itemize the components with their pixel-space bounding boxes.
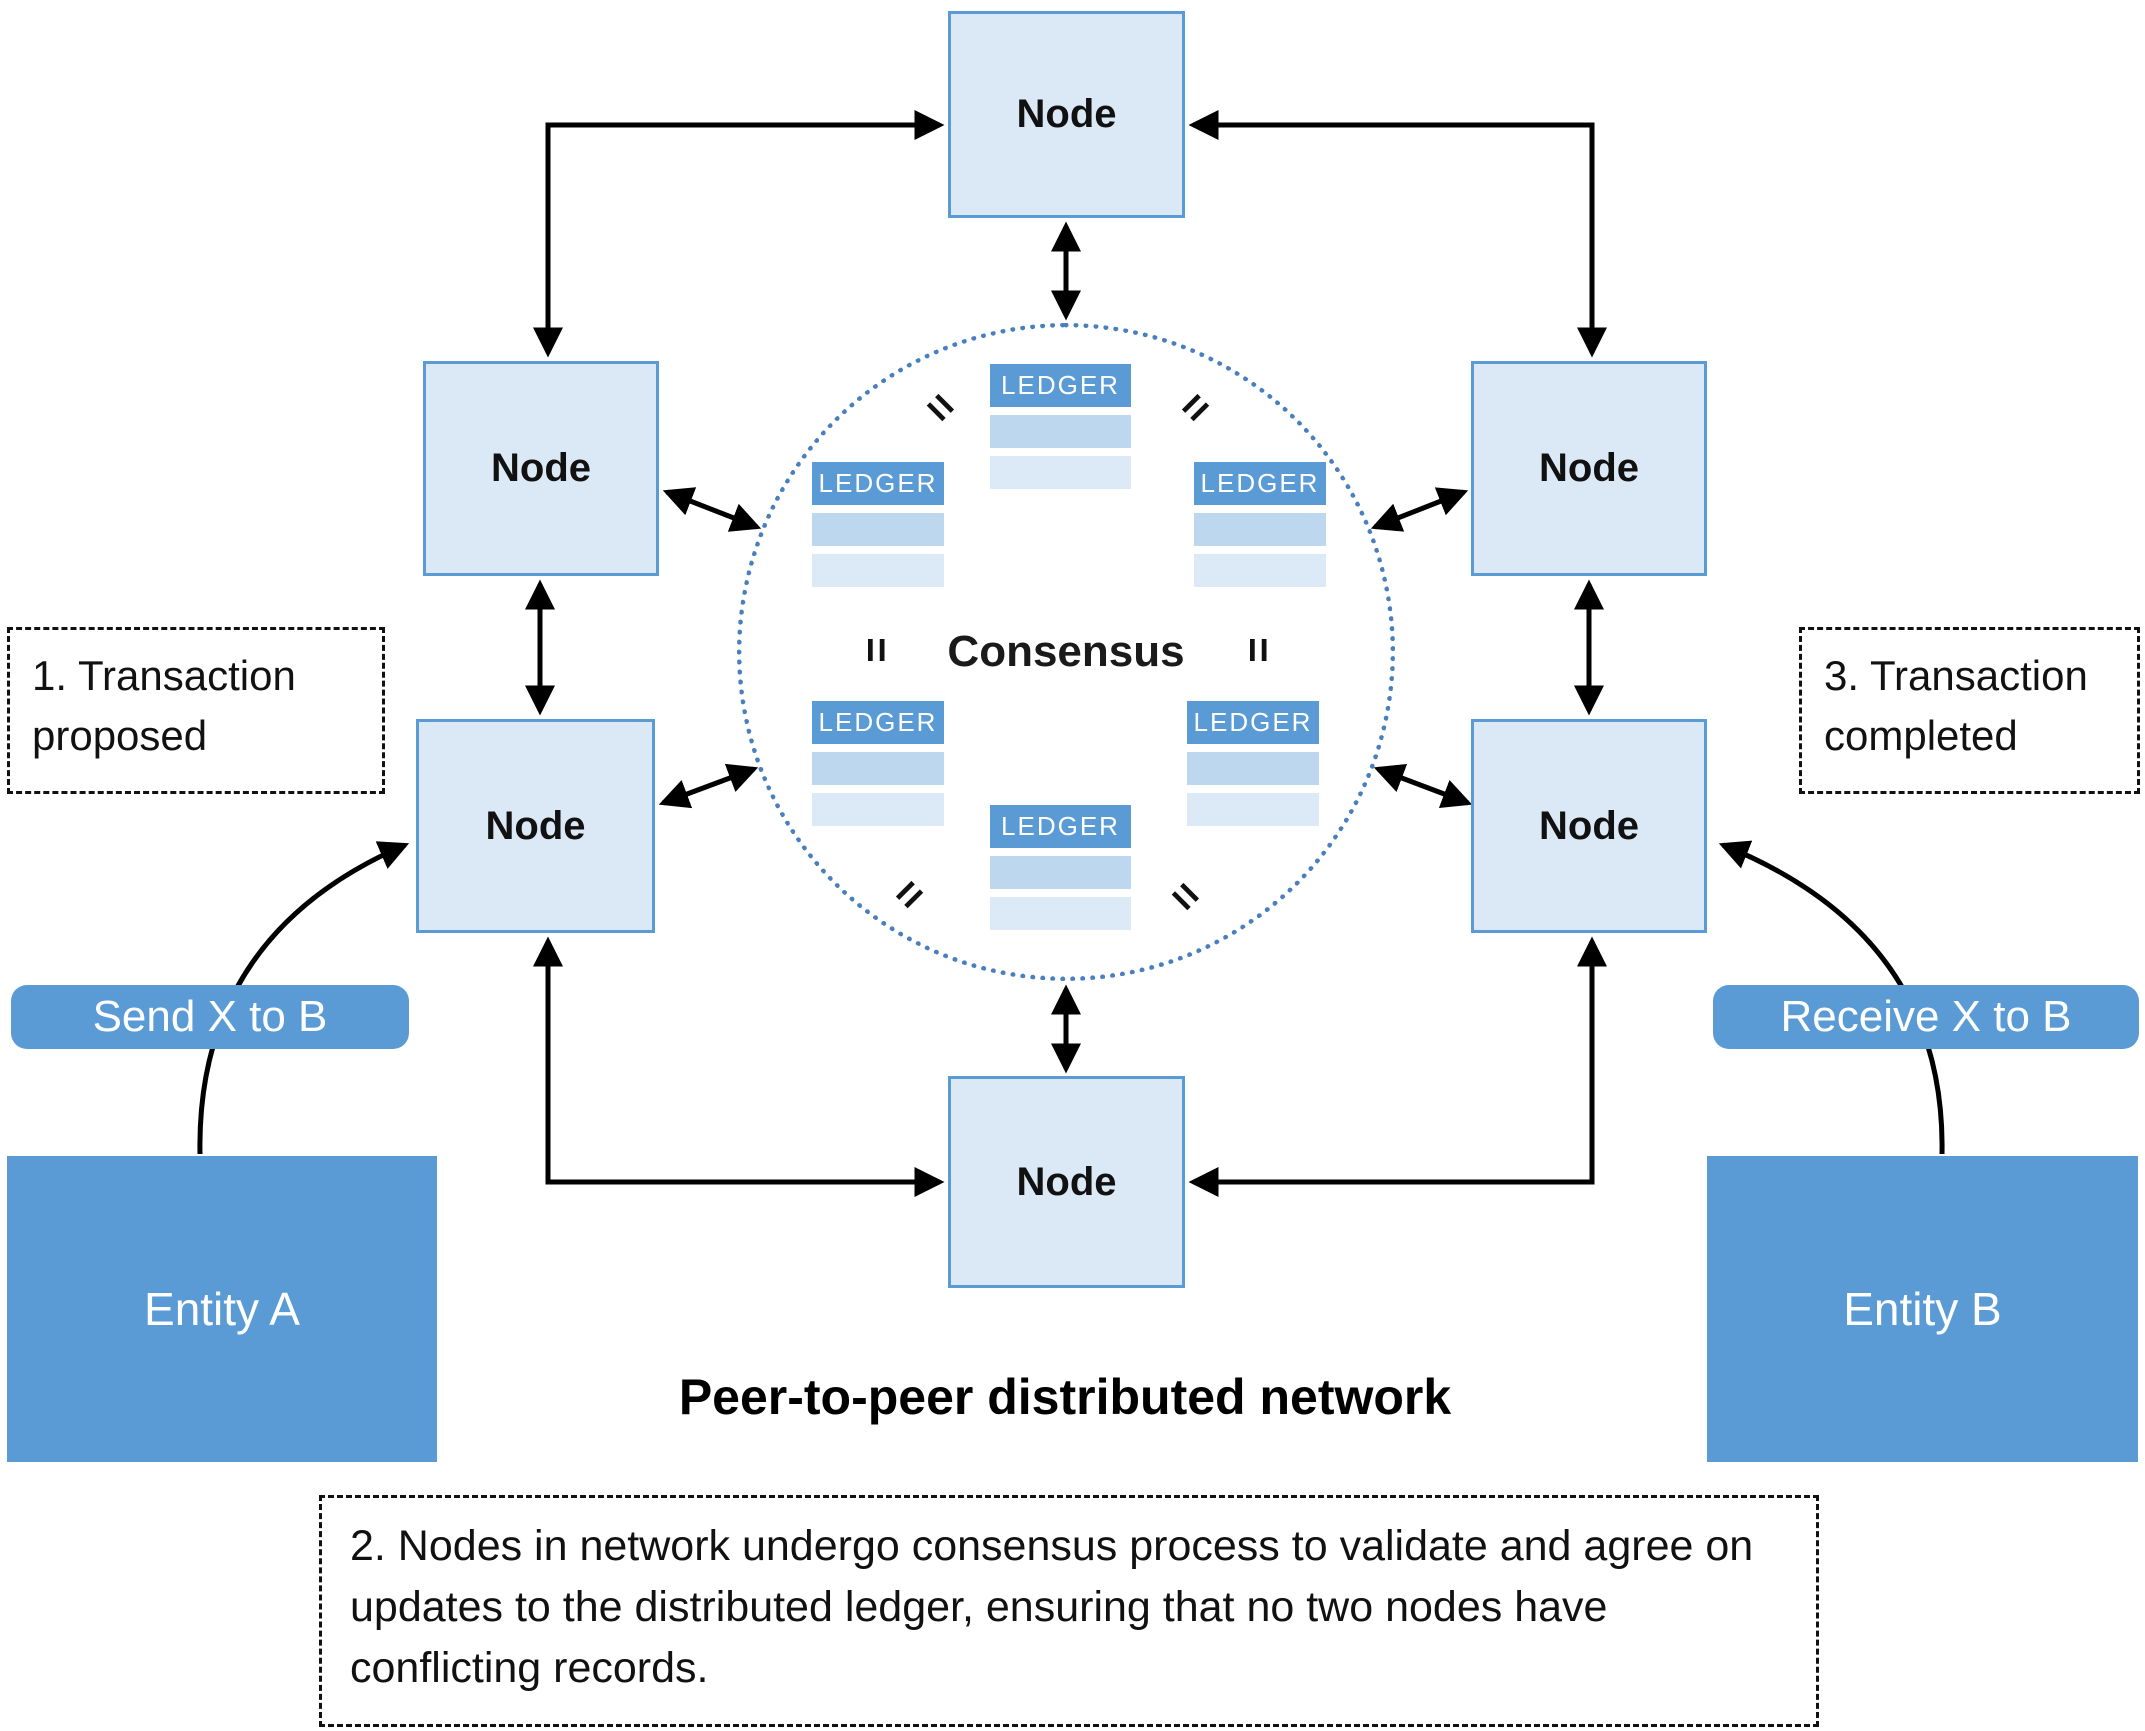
ledger-header: LEDGER: [990, 364, 1131, 407]
node-label: Node: [1539, 446, 1639, 490]
ledger-row: [812, 513, 944, 546]
ledger-row: [812, 793, 944, 826]
arrow-llnode-circle: [658, 763, 759, 809]
ledger-row: [990, 456, 1131, 489]
annotation-consensus-process: 2. Nodes in network undergo consensus pr…: [319, 1495, 1819, 1727]
consensus-circle: [737, 323, 1395, 981]
ledger-stack-top: LEDGER: [990, 364, 1131, 489]
ledger-row: [990, 897, 1131, 930]
ledger-row: [1194, 554, 1326, 587]
node-label: Node: [491, 446, 591, 490]
annotation-transaction-completed: 3. Transaction completed: [1799, 627, 2140, 794]
arrow-ulnode-circle: [662, 487, 762, 532]
equals-icon: =: [1234, 637, 1283, 663]
ledger-header: LEDGER: [1187, 701, 1319, 744]
ledger-row: [990, 415, 1131, 448]
arrow-urnode-circle: [1370, 487, 1469, 532]
entity-b-box: Entity B: [1707, 1156, 2138, 1462]
ledger-header: LEDGER: [812, 701, 944, 744]
ledger-stack-upper-right: LEDGER: [1194, 462, 1326, 587]
node-box-upper-left: Node: [423, 361, 659, 576]
arrow-topnode-urnode: [1188, 110, 1607, 358]
ledger-row: [812, 554, 944, 587]
send-transaction-pill: Send X to B: [11, 985, 409, 1049]
arrow-lrnode-circle: [1373, 763, 1473, 809]
consensus-label: Consensus: [947, 627, 1185, 676]
ledger-row: [1187, 793, 1319, 826]
ledger-row: [812, 752, 944, 785]
arrow-entity-b-lrnode: [1718, 840, 1945, 1155]
ledger-row: [1187, 752, 1319, 785]
node-box-lower-left: Node: [416, 719, 655, 933]
ledger-header: LEDGER: [990, 805, 1131, 848]
annotation-transaction-proposed: 1. Transaction proposed: [7, 627, 385, 794]
ledger-stack-bottom: LEDGER: [990, 805, 1131, 930]
ledger-stack-lower-right: LEDGER: [1187, 701, 1319, 826]
ledger-stack-upper-left: LEDGER: [812, 462, 944, 587]
entity-a-box: Entity A: [7, 1156, 437, 1462]
arrow-lrnode-bottomnode: [1188, 936, 1607, 1197]
arrow-entity-a-llnode: [197, 841, 410, 1155]
ledger-header: LEDGER: [812, 462, 944, 505]
diagram-title: Peer-to-peer distributed network: [678, 1369, 1452, 1425]
send-transaction-label: Send X to B: [92, 992, 328, 1041]
node-box-bottom: Node: [948, 1076, 1185, 1288]
node-box-upper-right: Node: [1471, 361, 1707, 576]
entity-a-label: Entity A: [144, 1283, 300, 1335]
node-label: Node: [1539, 803, 1639, 848]
receive-transaction-pill: Receive X to B: [1713, 985, 2139, 1049]
ledger-row: [1194, 513, 1326, 546]
ledger-stack-lower-left: LEDGER: [812, 701, 944, 826]
arrow-topnode-ulnode: [533, 110, 945, 358]
node-box-top: Node: [948, 11, 1185, 218]
node-label: Node: [1016, 1159, 1117, 1204]
ledger-header: LEDGER: [1194, 462, 1326, 505]
ledger-row: [990, 856, 1131, 889]
arrow-llnode-bottomnode: [533, 936, 945, 1197]
node-label: Node: [1016, 92, 1117, 136]
node-box-lower-right: Node: [1471, 719, 1707, 933]
equals-icon: =: [852, 637, 901, 663]
entity-b-label: Entity B: [1843, 1283, 2002, 1335]
node-label: Node: [485, 803, 586, 848]
receive-transaction-label: Receive X to B: [1780, 992, 2072, 1041]
